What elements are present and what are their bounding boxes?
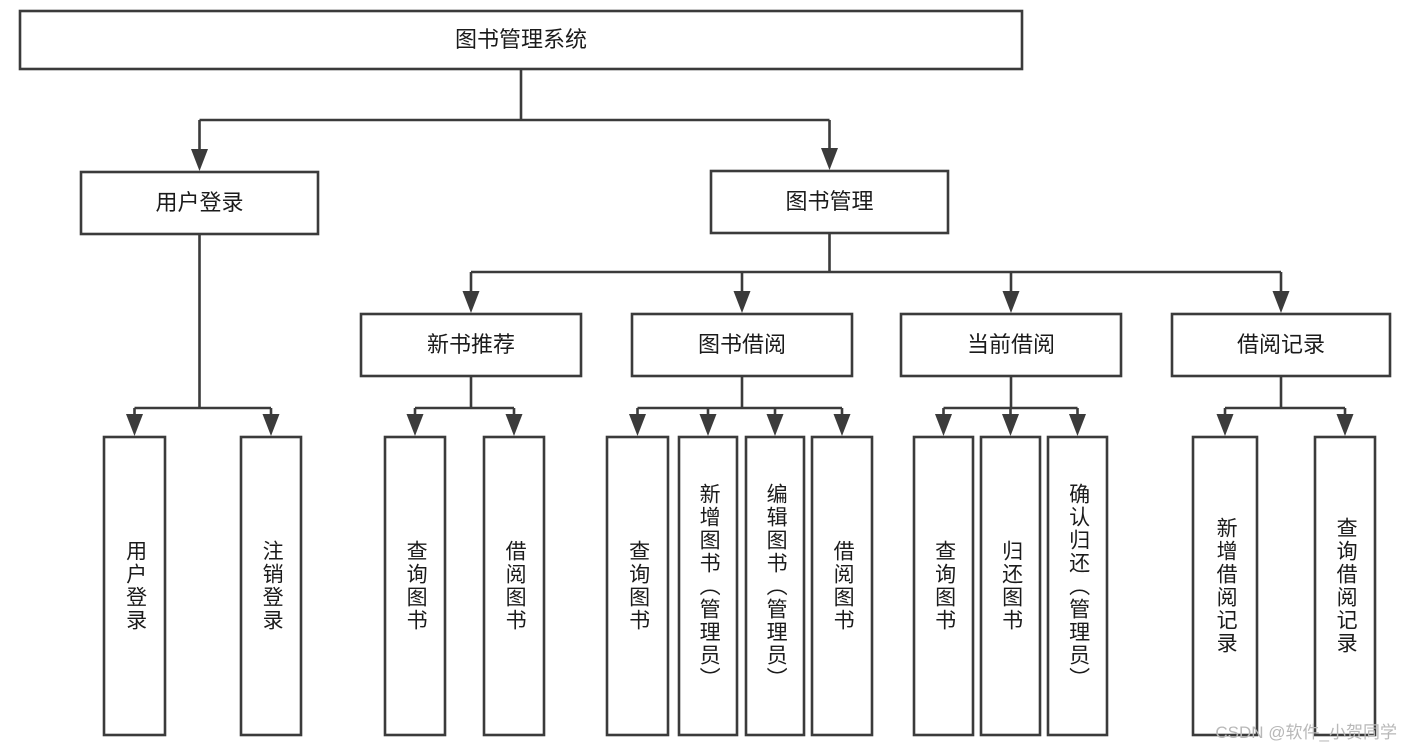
node-box-leaf-add-book[interactable]: [677, 435, 739, 737]
node-box-leaf-edit-book[interactable]: [744, 435, 806, 737]
node-leaf-add-record[interactable]: [1191, 435, 1259, 737]
edge-group-borrow: [629, 376, 851, 436]
node-borrow[interactable]: 图书借阅: [630, 312, 854, 378]
node-bookmgmt[interactable]: 图书管理: [709, 169, 950, 235]
node-leaf-logout[interactable]: [239, 435, 303, 737]
node-label-record: 借阅记录: [1237, 332, 1325, 357]
node-box-leaf-borrow-book-new[interactable]: [482, 435, 546, 737]
edge-group-login: [126, 234, 280, 436]
node-box-leaf-confirm-return[interactable]: [1046, 435, 1109, 737]
node-box-leaf-query-book-new[interactable]: [383, 435, 447, 737]
node-box-leaf-query-book-current[interactable]: [912, 435, 975, 737]
node-label-bookmgmt: 图书管理: [785, 189, 873, 214]
node-label-current: 当前借阅: [967, 332, 1055, 357]
edge-group-record: [1216, 376, 1354, 436]
node-newbook[interactable]: 新书推荐: [359, 312, 583, 378]
node-box-bookmgmt[interactable]: [709, 169, 950, 235]
node-box-borrow[interactable]: [630, 312, 854, 378]
node-box-newbook[interactable]: [359, 312, 583, 378]
node-leaf-add-book[interactable]: [677, 435, 739, 737]
node-leaf-borrow-book[interactable]: [810, 435, 874, 737]
node-leaf-borrow-book-new[interactable]: [482, 435, 546, 737]
node-leaf-confirm-return[interactable]: [1046, 435, 1109, 737]
node-box-leaf-user-login[interactable]: [102, 435, 167, 737]
node-leaf-query-record[interactable]: [1313, 435, 1377, 737]
node-leaf-query-book-current[interactable]: [912, 435, 975, 737]
node-leaf-query-book-new[interactable]: [383, 435, 447, 737]
node-record[interactable]: 借阅记录: [1170, 312, 1392, 378]
node-leaf-edit-book[interactable]: [744, 435, 806, 737]
node-box-login[interactable]: [79, 170, 320, 236]
node-leaf-return-book[interactable]: [979, 435, 1042, 737]
watermark-text: CSDN @软件_小贺同学: [1215, 723, 1397, 742]
node-label-borrow: 图书借阅: [698, 332, 786, 357]
node-box-leaf-borrow-book[interactable]: [810, 435, 874, 737]
node-box-root[interactable]: [18, 9, 1024, 71]
node-box-leaf-query-book-borrow[interactable]: [605, 435, 670, 737]
node-box-leaf-add-record[interactable]: [1191, 435, 1259, 737]
node-login[interactable]: 用户登录: [79, 170, 320, 236]
edge-group-bookmgmt: [462, 233, 1290, 313]
node-box-leaf-logout[interactable]: [239, 435, 303, 737]
connector-layer: [126, 69, 1354, 436]
node-leaf-user-login[interactable]: [102, 435, 167, 737]
node-box-leaf-query-record[interactable]: [1313, 435, 1377, 737]
edge-group-root: [191, 69, 838, 171]
node-box-current[interactable]: [899, 312, 1123, 378]
node-label-root: 图书管理系统: [455, 27, 587, 52]
node-box-record[interactable]: [1170, 312, 1392, 378]
node-label-newbook: 新书推荐: [427, 332, 515, 357]
node-box-leaf-return-book[interactable]: [979, 435, 1042, 737]
node-leaf-query-book-borrow[interactable]: [605, 435, 670, 737]
edge-group-current: [935, 376, 1086, 436]
edge-group-newbook: [406, 376, 523, 436]
node-label-login: 用户登录: [155, 190, 243, 215]
node-root[interactable]: 图书管理系统: [18, 9, 1024, 71]
node-current[interactable]: 当前借阅: [899, 312, 1123, 378]
